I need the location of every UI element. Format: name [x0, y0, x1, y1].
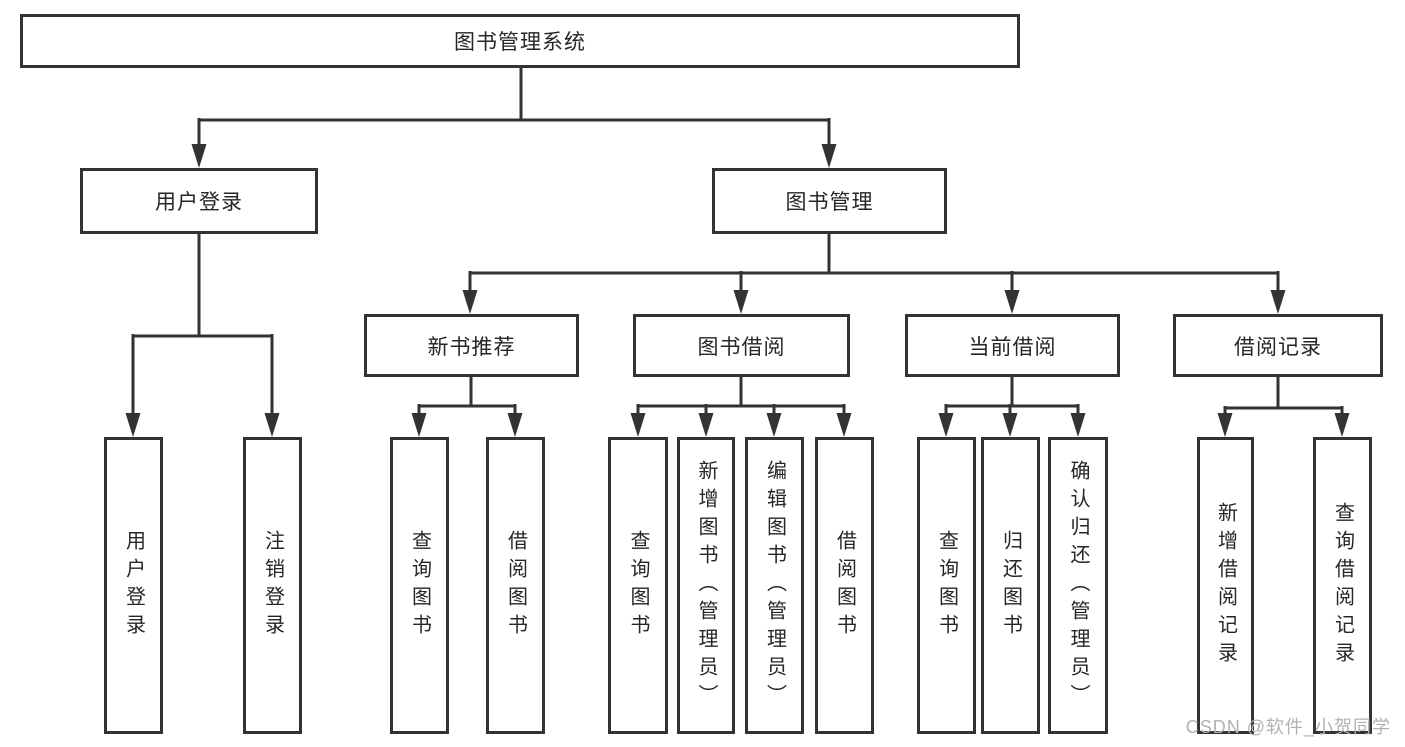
leaf-current-query-books-label: 查询图书: [935, 529, 958, 642]
leaf-records-add-record: 新增借阅记录: [1197, 437, 1254, 734]
connector-lines: [131, 68, 1344, 418]
leaf-user-login: 用户登录: [104, 437, 163, 734]
node-root-library-management-system: 图书管理系统: [20, 14, 1020, 68]
leaf-borrowing-borrow-books: 借阅图书: [815, 437, 874, 734]
node-root-label: 图书管理系统: [454, 31, 586, 54]
node-current-borrowing: 当前借阅: [905, 314, 1120, 377]
leaf-current-return-books: 归还图书: [981, 437, 1040, 734]
leaf-current-query-books: 查询图书: [917, 437, 976, 734]
node-current-borrowing-label: 当前借阅: [968, 335, 1057, 359]
leaf-logout-label: 注销登录: [261, 529, 284, 642]
node-book-borrowing: 图书借阅: [633, 314, 850, 377]
node-new-book-recommend: 新书推荐: [364, 314, 579, 377]
leaf-recommend-borrow-books: 借阅图书: [486, 437, 545, 734]
leaf-borrowing-edit-books-admin-label: 编辑图书（管理员）: [763, 459, 786, 712]
leaf-borrowing-query-books-label: 查询图书: [627, 529, 649, 642]
arrowheads: [125, 144, 1350, 437]
leaf-recommend-query-books-label: 查询图书: [408, 529, 431, 642]
leaf-current-confirm-return-admin: 确认归还（管理员）: [1048, 437, 1108, 734]
leaf-current-return-books-label: 归还图书: [999, 529, 1022, 642]
leaf-user-login-label: 用户登录: [122, 529, 145, 642]
leaf-records-query-record-label: 查询借阅记录: [1331, 501, 1354, 670]
leaf-borrowing-add-books-admin-label: 新增图书（管理员）: [695, 459, 717, 712]
leaf-recommend-borrow-books-label: 借阅图书: [504, 529, 527, 642]
leaf-borrowing-borrow-books-label: 借阅图书: [833, 529, 856, 642]
leaf-borrowing-query-books: 查询图书: [608, 437, 668, 734]
csdn-watermark: CSDN @软件_小贺同学: [1185, 717, 1391, 737]
node-user-login-branch: 用户登录: [80, 168, 318, 234]
leaf-recommend-query-books: 查询图书: [390, 437, 449, 734]
leaf-borrowing-edit-books-admin: 编辑图书（管理员）: [745, 437, 804, 734]
leaf-records-query-record: 查询借阅记录: [1313, 437, 1372, 734]
node-book-management: 图书管理: [712, 168, 947, 234]
leaf-logout: 注销登录: [243, 437, 302, 734]
node-user-login-branch-label: 用户登录: [155, 191, 243, 214]
node-borrowing-records: 借阅记录: [1173, 314, 1383, 377]
leaf-borrowing-add-books-admin: 新增图书（管理员）: [677, 437, 735, 734]
node-book-management-label: 图书管理: [785, 191, 874, 214]
node-borrowing-records-label: 借阅记录: [1234, 335, 1322, 359]
node-new-book-recommend-label: 新书推荐: [427, 335, 516, 359]
node-book-borrowing-label: 图书借阅: [697, 335, 786, 359]
leaf-records-add-record-label: 新增借阅记录: [1214, 501, 1237, 670]
leaf-current-confirm-return-admin-label: 确认归还（管理员）: [1067, 459, 1089, 712]
